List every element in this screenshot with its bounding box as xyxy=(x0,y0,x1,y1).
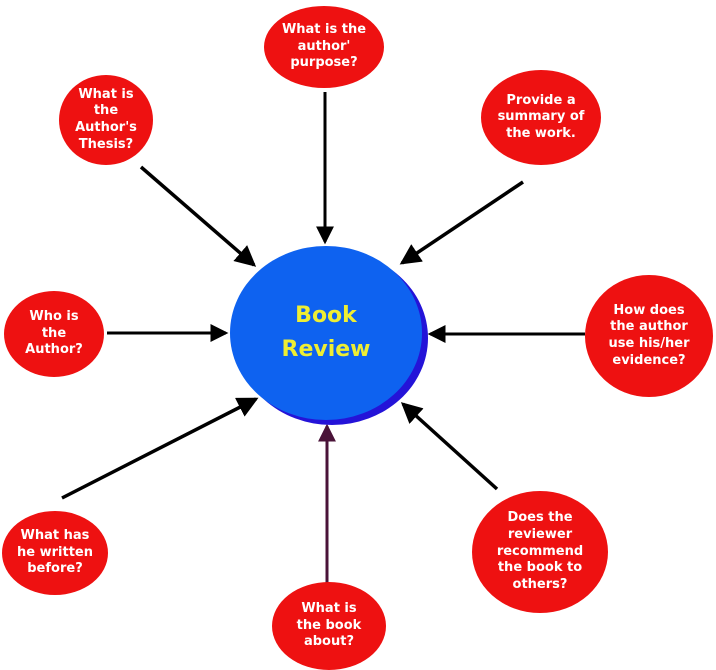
center-node-book-review: Book Review xyxy=(230,246,422,420)
node-author-evidence: How does the author use his/her evidence… xyxy=(585,275,713,397)
arrow-bottom-left-to-center xyxy=(61,397,259,500)
arrow-top-right-to-center xyxy=(399,180,524,265)
node-who-is-author: Who is the Author? xyxy=(4,291,104,377)
arrow-top-left-to-center xyxy=(139,165,257,267)
node-author-purpose: What is the author' purpose? xyxy=(264,6,384,88)
node-recommendation: Does the reviewer recommend the book to … xyxy=(472,491,608,613)
node-work-summary: Provide a summary of the work. xyxy=(481,70,601,165)
node-authors-thesis: What is the Author's Thesis? xyxy=(59,75,153,165)
node-book-about: What is the book about? xyxy=(272,582,386,670)
node-written-before: What has he written before? xyxy=(2,511,108,595)
arrow-bottom-right-to-center xyxy=(400,402,499,491)
